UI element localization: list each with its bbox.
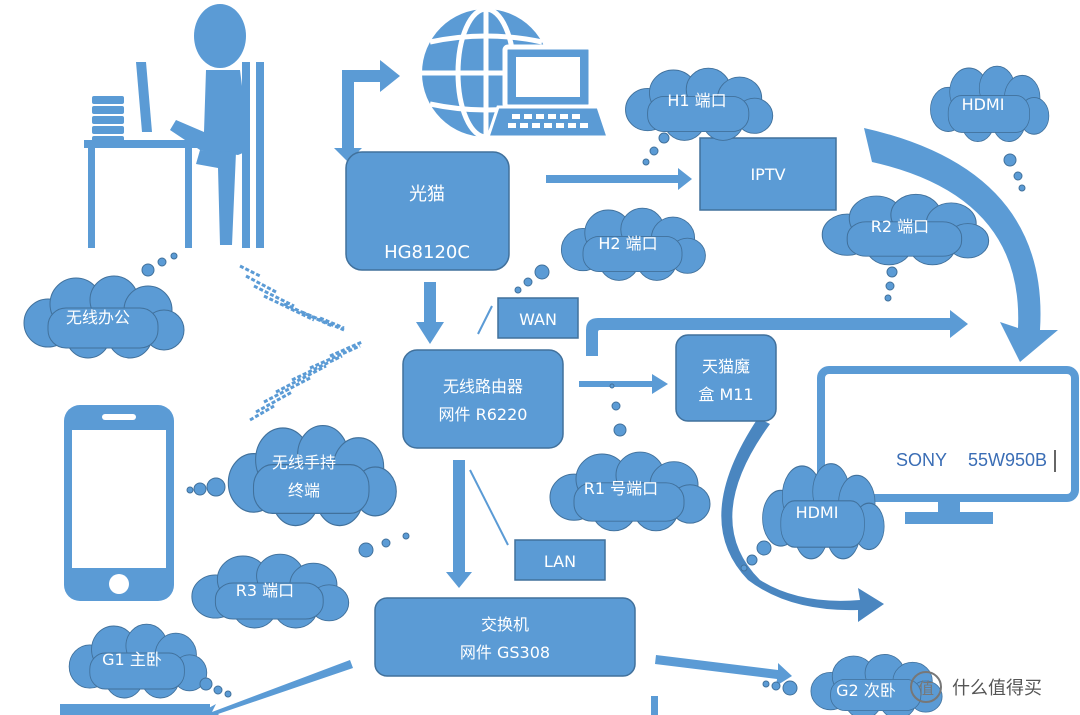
- cloud-hdmi-top: [929, 65, 1050, 192]
- thin-lines: [469, 305, 509, 546]
- iptv-box: IPTV: [699, 137, 837, 211]
- modem-box: 光猫 HG8120C: [345, 151, 510, 271]
- arrow-switch-g1: [196, 660, 353, 715]
- arrow-modem-iptv: [546, 168, 692, 190]
- modem-line2: HG8120C: [384, 242, 470, 263]
- router-box: 无线路由器 网件 R6220: [402, 349, 564, 449]
- label-hdmi-top: HDMI: [962, 95, 1005, 114]
- watermark-text: 什么值得买: [952, 678, 1042, 699]
- cloud-wireless-mobile: [186, 424, 397, 527]
- tmall-box: 天猫魔 盒 M11: [675, 334, 777, 422]
- arrow-hdmi-tv: [864, 128, 1058, 362]
- router-line1: 无线路由器: [443, 377, 523, 396]
- wireless-signal-icon: [239, 264, 363, 422]
- cloud-r3-port: [191, 532, 410, 629]
- label-h1-port: H1 端口: [667, 91, 726, 110]
- label-wireless-mobile-1: 无线手持: [272, 453, 336, 472]
- iptv-label: IPTV: [750, 165, 785, 184]
- label-wireless-mobile-2: 终端: [288, 481, 320, 500]
- watermark: 值 什么值得买: [910, 671, 1042, 703]
- bracket-arrow: [334, 60, 400, 162]
- tmall-line1: 天猫魔: [702, 357, 750, 376]
- switch-box: 交换机 网件 GS308: [374, 597, 636, 677]
- tv-monitor-icon: SONY 55W950B: [817, 366, 1079, 524]
- arrow-tmall-tv: [721, 418, 884, 622]
- cloud-g1-master: [68, 623, 232, 699]
- modem-line1: 光猫: [409, 184, 445, 205]
- connector-arrows: [196, 60, 1058, 715]
- label-r2-port: R2 端口: [871, 217, 929, 236]
- arrow-switch-down: [651, 696, 658, 715]
- partial-box-bottom-left: [60, 704, 210, 715]
- tv-brand: SONY: [896, 450, 947, 470]
- cloud-h2-port: [514, 207, 706, 294]
- tv-model: 55W950B: [968, 450, 1047, 470]
- cloud-r2-port: [821, 193, 990, 302]
- router-line2: 网件 R6220: [439, 405, 528, 424]
- arrow-router-tmall: [579, 374, 668, 394]
- label-g1-master: G1 主卧: [102, 650, 162, 669]
- lan-box: LAN: [514, 539, 606, 581]
- office-worker-icon: [84, 4, 264, 248]
- tmall-line2: 盒 M11: [698, 385, 753, 404]
- wan-label: WAN: [519, 310, 557, 329]
- label-hdmi-bottom: HDMI: [796, 503, 839, 522]
- switch-line1: 交换机: [481, 615, 529, 634]
- wan-box: WAN: [497, 297, 579, 339]
- label-h2-port: H2 端口: [598, 234, 657, 253]
- lan-label: LAN: [544, 552, 576, 571]
- arrow-switch-g2: [655, 655, 792, 686]
- arrow-router-switch: [446, 460, 472, 588]
- watermark-badge: 值: [918, 679, 934, 698]
- cloud-hdmi-bottom: [740, 463, 885, 572]
- label-wireless-office: 无线办公: [66, 308, 130, 327]
- globe-laptop-icon: [422, 6, 611, 140]
- cloud-h1-port: [625, 67, 774, 166]
- cloud-wireless-office: [23, 252, 185, 359]
- smartphone-icon: [64, 405, 174, 601]
- watermark-badge-icon: [910, 671, 942, 703]
- arrow-router-tv: [586, 310, 968, 356]
- label-r3-port: R3 端口: [236, 581, 294, 600]
- switch-line2: 网件 GS308: [460, 643, 550, 662]
- cloud-g2-second: [762, 654, 943, 715]
- cloud-r1-port: [549, 383, 711, 532]
- arrow-modem-router: [416, 282, 444, 344]
- label-g2-second: G2 次卧: [836, 681, 896, 700]
- label-r1-port: R1 号端口: [584, 479, 658, 498]
